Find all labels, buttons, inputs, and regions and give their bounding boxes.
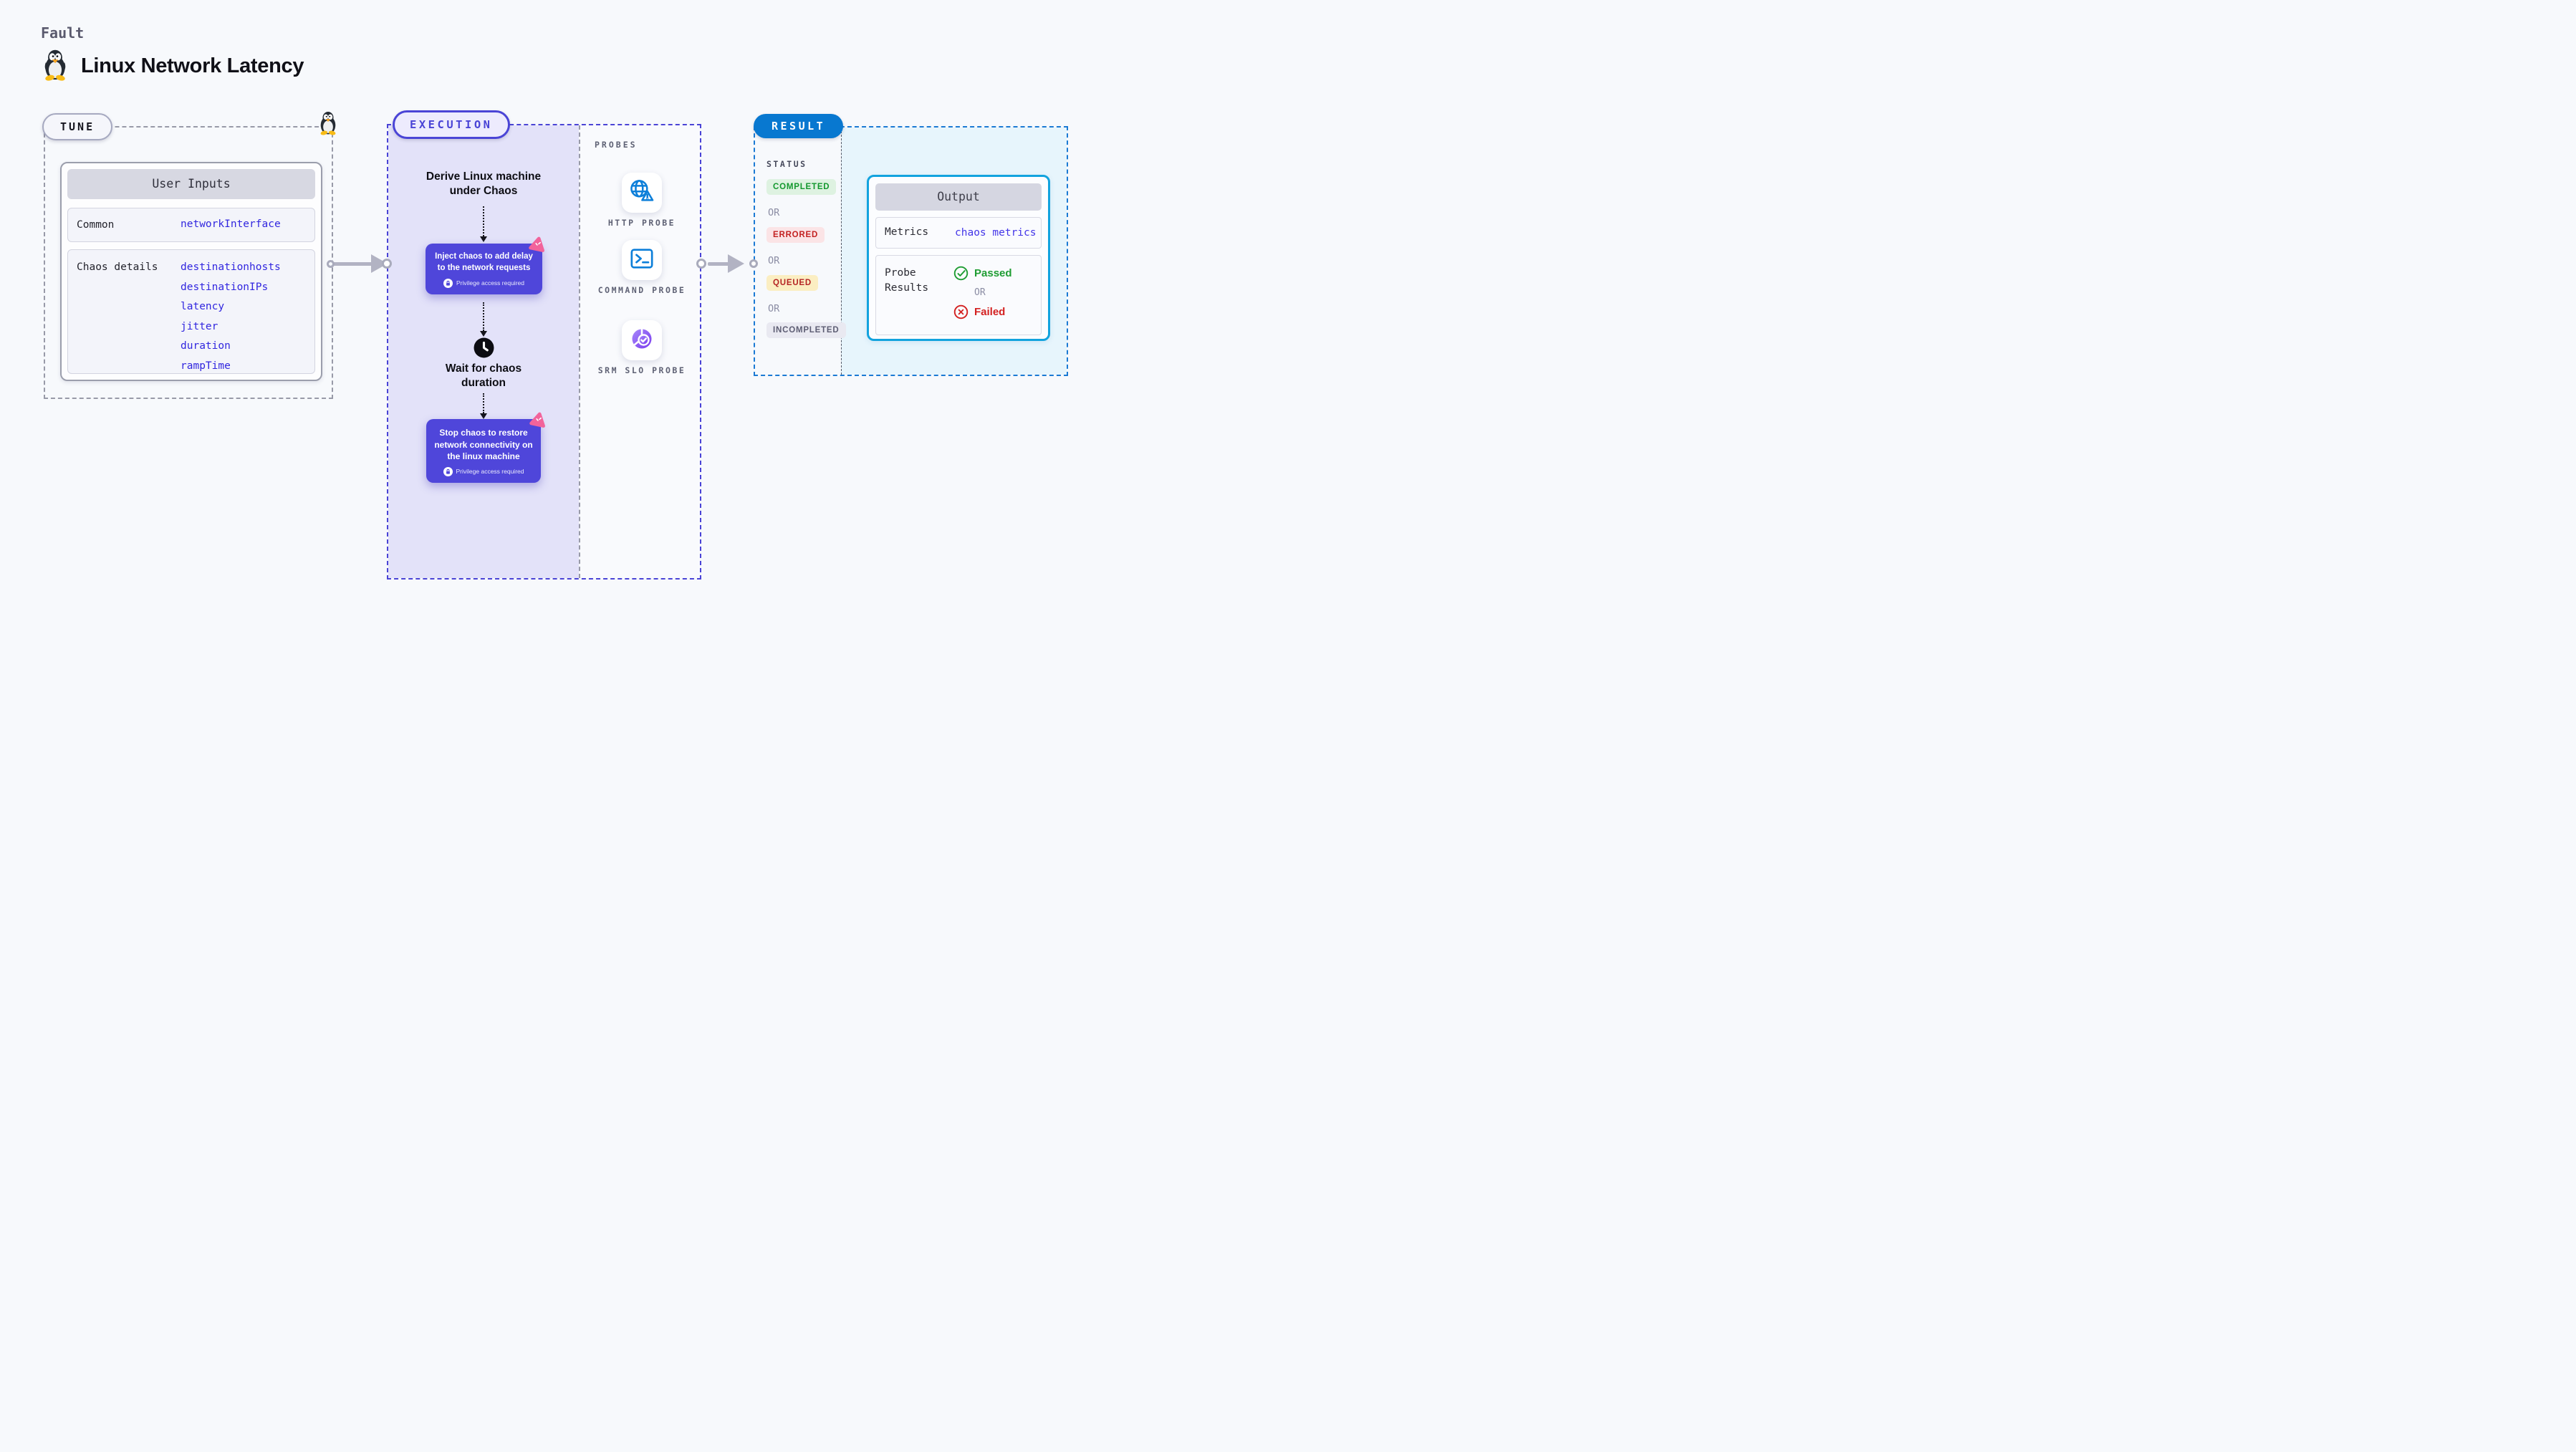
input-row-common: Common networkInterface — [67, 208, 315, 242]
or-text: OR — [768, 207, 780, 218]
user-inputs-header: User Inputs — [67, 169, 315, 199]
passed-result: Passed — [953, 266, 1012, 281]
or-text: OR — [768, 303, 780, 314]
command-probe-card — [622, 240, 662, 280]
privilege-badge-text: Privilege access required — [456, 468, 524, 476]
privilege-badge: Privilege access required — [433, 278, 535, 288]
input-value: duration — [181, 340, 231, 352]
clock-icon — [474, 337, 494, 362]
input-row-label: Common — [77, 219, 115, 231]
probe-name: SRM SLO PROBE — [597, 365, 686, 375]
output-card: Output Metrics chaos metrics Probe Resul… — [867, 175, 1050, 341]
lock-icon — [443, 278, 453, 288]
input-value: destinationIPs — [181, 281, 269, 293]
arrow-head-icon — [480, 331, 487, 337]
http-probe-card — [622, 173, 662, 213]
input-value: destinationhosts — [181, 261, 281, 273]
flow-connector — [483, 302, 484, 331]
x-circle-icon — [953, 304, 969, 319]
linux-penguin-icon-small — [317, 110, 339, 139]
arrow-head-icon — [480, 413, 487, 419]
stop-chaos-node: Stop chaos to restore network connectivi… — [426, 419, 541, 483]
lock-icon — [443, 466, 453, 476]
connector-dot — [327, 260, 335, 268]
status-badge-incompleted: INCOMPLETED — [766, 322, 846, 338]
execution-pill: EXECUTION — [393, 110, 510, 139]
tune-section: TUNE User Inputs Common networkInterface — [42, 112, 336, 399]
chaos-fault-icon — [527, 234, 548, 258]
metrics-label: Metrics — [885, 226, 929, 239]
connector-dot — [749, 259, 758, 268]
passed-text: Passed — [974, 267, 1012, 279]
probe-results-row: Probe Results Passed OR — [875, 255, 1042, 335]
metrics-value: chaos metrics — [955, 227, 1037, 239]
privilege-badge-text: Privilege access required — [456, 279, 524, 287]
or-text: OR — [768, 255, 780, 266]
srm-slo-probe-card — [622, 320, 662, 360]
slo-gauge-icon — [628, 324, 656, 357]
input-row-chaos-details: Chaos details destinationhosts destinati… — [67, 249, 315, 374]
terminal-icon — [628, 246, 655, 274]
input-value: latency — [181, 301, 225, 312]
inject-chaos-node: Inject chaos to add delay to the network… — [426, 244, 542, 294]
derive-step-label: Derive Linux machine under Chaos — [426, 170, 542, 198]
result-section: RESULT STATUS COMPLETED OR ERRORED OR QU… — [754, 114, 1068, 376]
flow-connector — [483, 206, 484, 236]
arrow-head-icon — [728, 254, 744, 273]
input-value: networkInterface — [181, 218, 281, 231]
probes-section: PROBES HTTP PROBE — [579, 125, 700, 578]
title-row: Linux Network Latency — [41, 47, 304, 85]
failed-result: Failed — [953, 304, 1012, 319]
input-value: rampTime — [181, 360, 231, 372]
probe-name: COMMAND PROBE — [597, 285, 686, 295]
result-pill: RESULT — [754, 114, 844, 138]
status-badge-errored: ERRORED — [766, 227, 825, 243]
tune-to-execution-arrow — [332, 262, 373, 266]
input-row-label: Chaos details — [77, 261, 158, 273]
flow-connector — [483, 393, 484, 413]
fault-kicker: Fault — [41, 24, 85, 42]
globe-alert-icon — [628, 178, 656, 208]
probe-name: HTTP PROBE — [607, 218, 676, 228]
connector-dot — [696, 259, 706, 269]
chaos-fault-icon — [527, 410, 549, 433]
fault-diagram: Fault Linux Network Latency TUNE — [0, 0, 1105, 633]
status-badge-completed: COMPLETED — [766, 179, 837, 195]
probe-results-label: Probe Results — [885, 267, 929, 294]
execution-to-result-arrow — [708, 262, 729, 266]
wait-step-label: Wait for chaos duration — [445, 362, 522, 390]
probes-label: PROBES — [595, 140, 638, 150]
input-value: jitter — [181, 320, 218, 332]
node-text: Stop chaos to restore network connectivi… — [434, 428, 533, 462]
tune-pill: TUNE — [42, 113, 113, 140]
page-title: Linux Network Latency — [81, 54, 304, 77]
or-text: OR — [974, 287, 986, 298]
status-badge-queued: QUEUED — [766, 275, 819, 291]
output-header: Output — [875, 183, 1042, 211]
linux-penguin-icon — [41, 47, 69, 85]
failed-text: Failed — [974, 306, 1006, 318]
user-inputs-card: User Inputs Common networkInterface Chao… — [60, 162, 322, 381]
node-text: Inject chaos to add delay to the network… — [435, 252, 533, 272]
metrics-row: Metrics chaos metrics — [875, 217, 1042, 249]
connector-dot — [382, 259, 392, 269]
status-label: STATUS — [766, 159, 807, 169]
execution-section: PROBES HTTP PROBE — [387, 110, 701, 580]
check-circle-icon — [953, 266, 969, 281]
arrow-head-icon — [480, 236, 487, 242]
privilege-badge: Privilege access required — [433, 466, 534, 476]
